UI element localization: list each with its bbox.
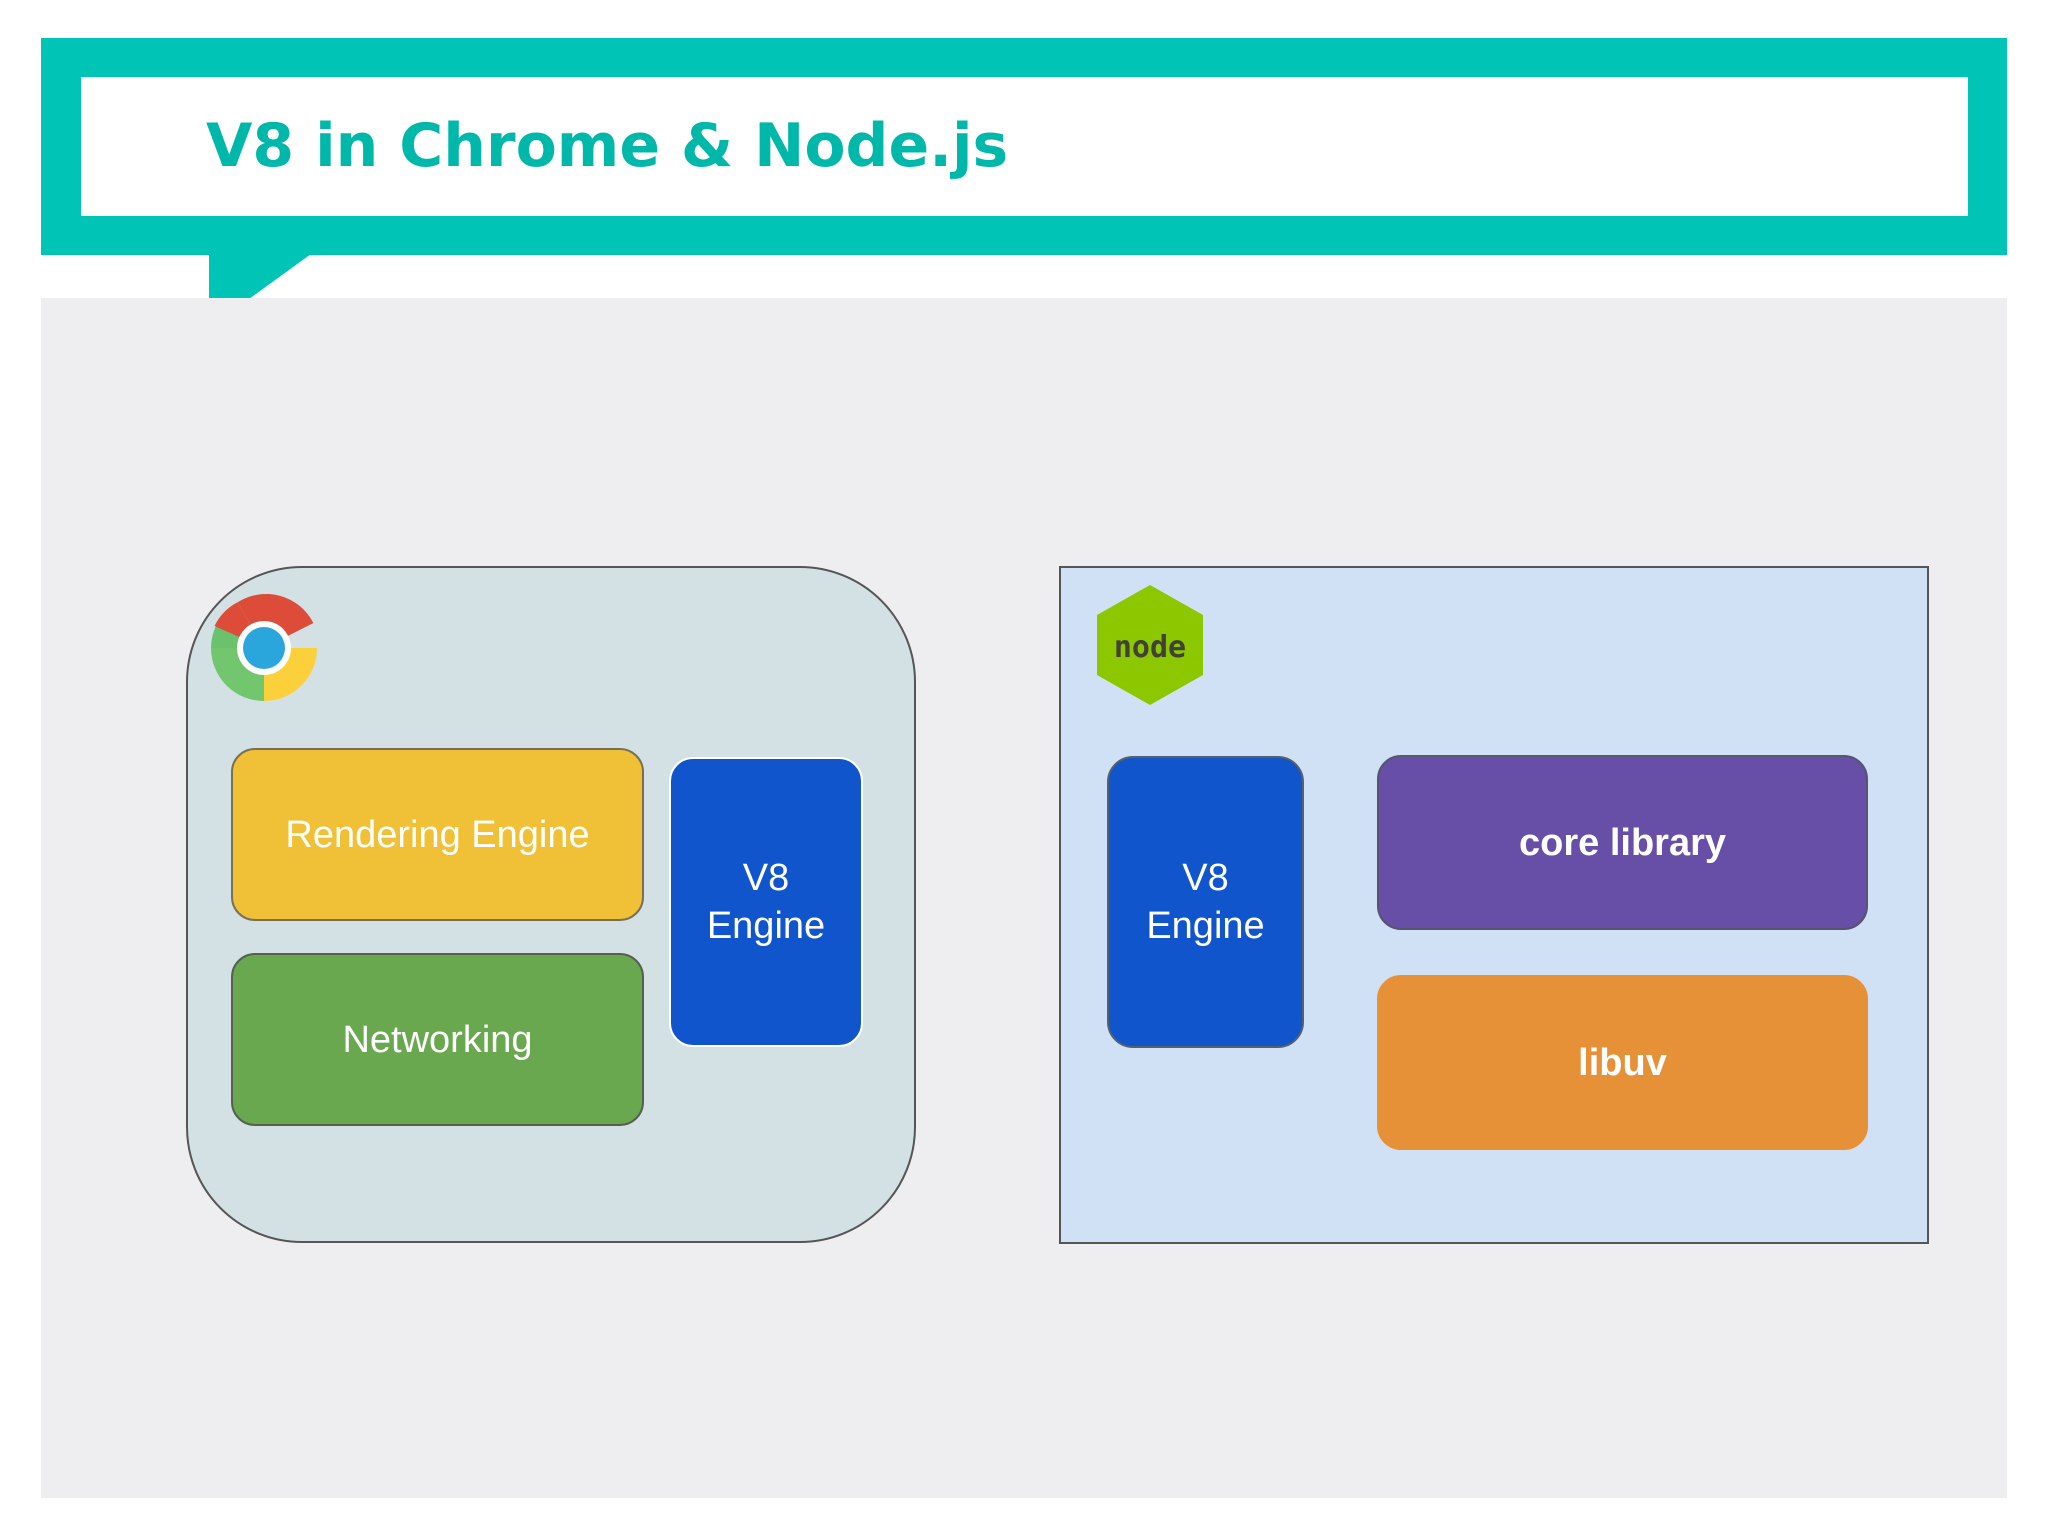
title-banner-inner bbox=[81, 77, 1968, 216]
rendering-engine-block: Rendering Engine bbox=[231, 748, 644, 921]
core-library-block: core library bbox=[1377, 755, 1868, 930]
rendering-engine-label: Rendering Engine bbox=[285, 813, 590, 856]
core-library-label: core library bbox=[1519, 821, 1726, 864]
node-v8-engine-label: V8 Engine bbox=[1146, 854, 1264, 950]
chrome-logo-icon bbox=[204, 588, 324, 708]
chrome-v8-engine-block: V8 Engine bbox=[669, 757, 863, 1047]
nodejs-logo-icon: node bbox=[1094, 582, 1206, 708]
libuv-block: libuv bbox=[1377, 975, 1868, 1150]
chrome-v8-line1: V8 bbox=[742, 857, 790, 899]
libuv-label: libuv bbox=[1578, 1041, 1667, 1084]
chrome-v8-engine-label: V8 Engine bbox=[707, 854, 825, 950]
networking-block: Networking bbox=[231, 953, 644, 1126]
nodejs-logo-text: node bbox=[1114, 630, 1186, 665]
networking-label: Networking bbox=[342, 1018, 533, 1061]
chrome-v8-line2: Engine bbox=[706, 905, 826, 947]
node-v8-line2: Engine bbox=[1146, 905, 1265, 947]
slide-title: V8 in Chrome & Node.js bbox=[206, 111, 1009, 181]
node-v8-engine-block: V8 Engine bbox=[1107, 756, 1304, 1048]
node-v8-line1: V8 bbox=[1182, 857, 1229, 899]
